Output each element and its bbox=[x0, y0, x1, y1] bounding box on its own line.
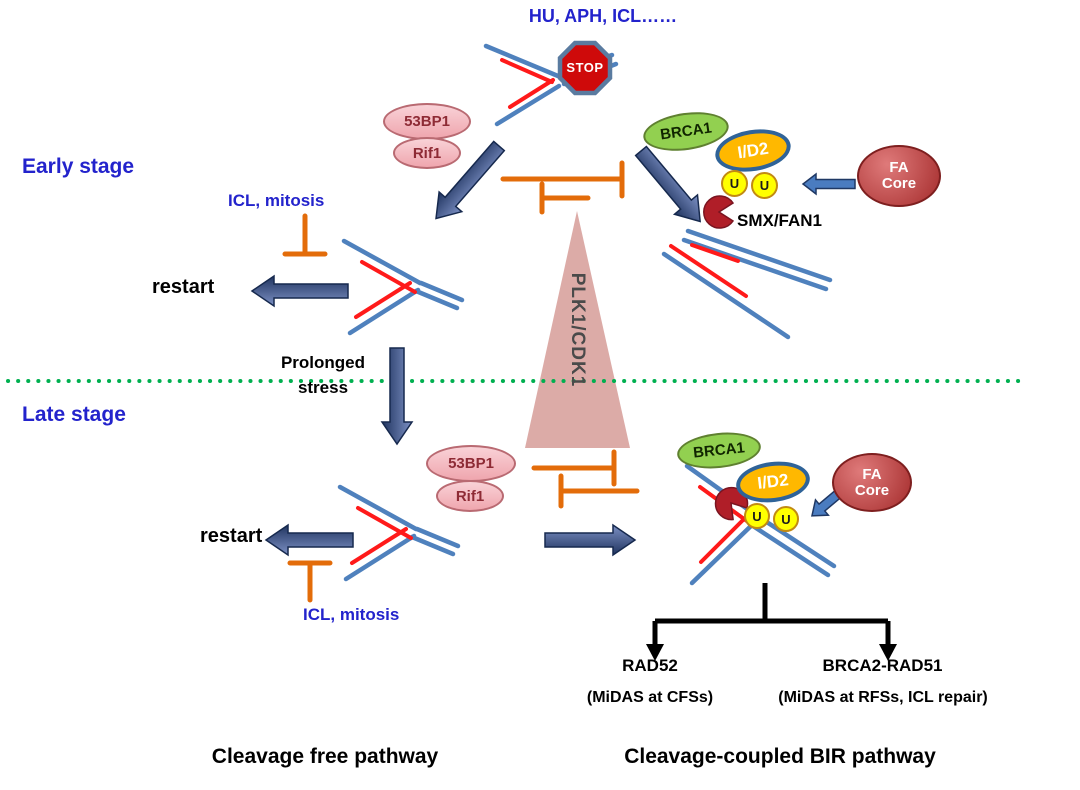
smx-fan1-label: SMX/FAN1 bbox=[737, 211, 823, 230]
arrow-to-cleavage-late bbox=[544, 523, 637, 557]
midas-cfs-label: (MiDAS at CFSs) bbox=[586, 689, 714, 706]
fa-core-early-text: FA Core bbox=[882, 160, 916, 192]
icl-mitosis-late-label: ICL, mitosis bbox=[303, 605, 400, 624]
inhibit-53bp1-to-brca1-early bbox=[500, 160, 625, 199]
ubiquitin-left-late: U bbox=[744, 503, 770, 529]
cleaved-fork-early-icon bbox=[661, 228, 833, 340]
inhibit-icl-restart-early bbox=[282, 213, 328, 257]
arrowhead-rad52 bbox=[646, 644, 664, 661]
rad52-label: RAD52 bbox=[622, 656, 678, 675]
stress-inducers-label: HU, APH, ICL…… bbox=[528, 6, 678, 26]
fa-core-late-text: FA Core bbox=[854, 465, 890, 499]
restart-late-label: restart bbox=[200, 525, 263, 547]
late-stage-label: Late stage bbox=[22, 403, 126, 426]
protein-53bp1-early: 53BP1 bbox=[383, 103, 471, 140]
early-stage-label: Early stage bbox=[22, 155, 135, 178]
arrow-restart-late bbox=[264, 523, 354, 557]
protein-53bp1-late: 53BP1 bbox=[426, 445, 516, 482]
inhibit-brca1-to-53bp1-late bbox=[558, 473, 640, 509]
brca2-rad51-label: BRCA2-RAD51 bbox=[822, 656, 943, 675]
protected-fork-early-icon bbox=[341, 238, 465, 336]
cleavage-free-pathway-label: Cleavage free pathway bbox=[211, 745, 439, 768]
protein-rif1-late: Rif1 bbox=[436, 480, 504, 512]
prolonged-stress-label: Prolonged stress bbox=[264, 351, 382, 400]
flow-arrows bbox=[250, 140, 701, 557]
restart-early-label: restart bbox=[152, 276, 215, 298]
protein-rif1-early: Rif1 bbox=[393, 137, 461, 169]
cleavage-coupled-pathway-label: Cleavage-coupled BIR pathway bbox=[624, 745, 936, 768]
protein-fa-core-late: FA Core bbox=[832, 453, 912, 512]
inhibition-bars bbox=[282, 160, 640, 603]
prolonged-stress-line2: stress bbox=[297, 377, 349, 397]
arrow-prolonged-stress bbox=[380, 347, 414, 446]
nuclease-wedge-early-icon bbox=[703, 195, 735, 229]
midas-rfs-label: (MiDAS at RFSs, ICL repair) bbox=[778, 689, 988, 706]
ubiquitin-right-late: U bbox=[773, 506, 799, 532]
protected-fork-late-icon bbox=[337, 484, 461, 582]
arrow-to-protection-early bbox=[435, 140, 506, 220]
inhibit-53bp1-to-brca1-late bbox=[531, 449, 617, 487]
outcome-branch-arrows bbox=[646, 583, 897, 661]
icl-mitosis-early-label: ICL, mitosis bbox=[228, 191, 325, 210]
stop-sign-icon bbox=[557, 40, 613, 96]
arrowhead-brca2 bbox=[879, 644, 897, 661]
fa-core-arrow-late bbox=[811, 489, 842, 517]
inhibit-icl-restart-late bbox=[287, 560, 333, 603]
kinase-gradient-triangle bbox=[525, 211, 630, 448]
fa-core-early-line2: Core bbox=[881, 175, 917, 192]
ubiquitin-right-early: U bbox=[751, 172, 778, 199]
arrow-restart-early bbox=[250, 274, 349, 308]
fa-core-early-line1: FA bbox=[889, 159, 909, 177]
ubiquitin-left-early: U bbox=[721, 170, 748, 197]
arrow-to-cleavage-early bbox=[634, 145, 701, 223]
fa-core-late-line1: FA bbox=[862, 465, 882, 483]
fa-core-arrows bbox=[801, 172, 856, 517]
inhibit-brca1-to-53bp1-early bbox=[539, 181, 591, 215]
fa-core-arrow-early bbox=[801, 172, 856, 196]
kinase-gradient-label: PLK1/CDK1 bbox=[567, 272, 588, 388]
protein-fa-core-early: FA Core bbox=[857, 145, 941, 207]
stop-sign-label: STOP bbox=[566, 60, 604, 75]
prolonged-stress-line1: Prolonged bbox=[280, 353, 366, 372]
fa-core-late-line2: Core bbox=[854, 481, 890, 499]
